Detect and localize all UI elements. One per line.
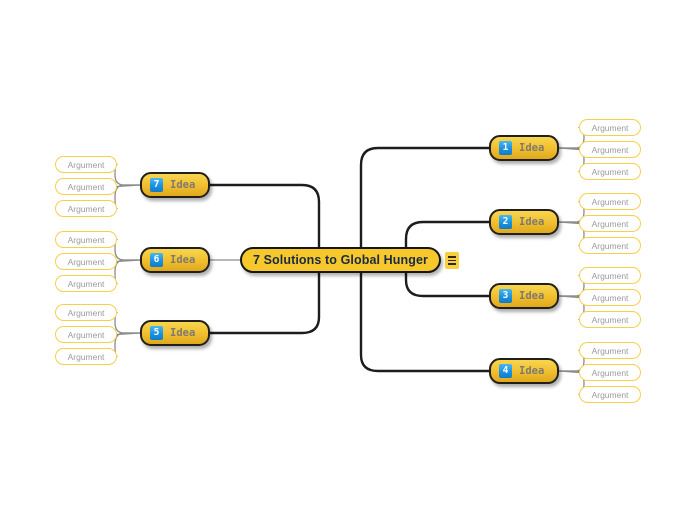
menu-bar-3 <box>448 263 456 265</box>
argument-node-label: Argument <box>591 240 629 251</box>
argument-node[interactable]: Argument <box>55 326 117 343</box>
argument-node[interactable]: Argument <box>579 163 641 180</box>
idea-number-badge: 6 <box>150 253 163 267</box>
hamburger-menu-icon[interactable] <box>445 252 459 269</box>
argument-node[interactable]: Argument <box>55 253 117 270</box>
argument-node-label: Argument <box>591 196 629 207</box>
argument-node[interactable]: Argument <box>55 231 117 248</box>
idea-number-badge: 2 <box>499 215 512 229</box>
argument-node[interactable]: Argument <box>55 200 117 217</box>
idea-node-label: Idea <box>519 290 545 302</box>
argument-node-label: Argument <box>591 314 629 325</box>
argument-node-label: Argument <box>67 307 105 318</box>
argument-node-label: Argument <box>591 144 629 155</box>
argument-node[interactable]: Argument <box>579 141 641 158</box>
argument-node[interactable]: Argument <box>579 215 641 232</box>
idea-number-badge: 3 <box>499 289 512 303</box>
idea-node-1[interactable]: 1 Idea <box>489 135 559 161</box>
argument-node-label: Argument <box>591 345 629 356</box>
argument-node-label: Argument <box>591 166 629 177</box>
argument-node-label: Argument <box>591 389 629 400</box>
menu-bar-2 <box>448 259 456 262</box>
idea-number-badge: 7 <box>150 178 163 192</box>
argument-node[interactable]: Argument <box>579 193 641 210</box>
argument-node[interactable]: Argument <box>55 348 117 365</box>
argument-node[interactable]: Argument <box>579 237 641 254</box>
idea-node-5[interactable]: 5 Idea <box>140 320 210 346</box>
right-outer-bracket-lower <box>359 258 491 373</box>
argument-node-label: Argument <box>67 278 105 289</box>
argument-node[interactable]: Argument <box>579 386 641 403</box>
argument-node[interactable]: Argument <box>55 304 117 321</box>
idea-node-6[interactable]: 6 Idea <box>140 247 210 273</box>
idea-number-badge: 1 <box>499 141 512 155</box>
argument-node-label: Argument <box>591 367 629 378</box>
argument-node[interactable]: Argument <box>579 311 641 328</box>
argument-node-label: Argument <box>67 329 105 340</box>
idea-node-label: Idea <box>170 254 196 266</box>
argument-node-label: Argument <box>67 351 105 362</box>
idea-node-label: Idea <box>170 179 196 191</box>
idea-number-badge: 5 <box>150 326 163 340</box>
argument-node[interactable]: Argument <box>579 342 641 359</box>
idea-node-7[interactable]: 7 Idea <box>140 172 210 198</box>
argument-node[interactable]: Argument <box>579 289 641 306</box>
argument-node[interactable]: Argument <box>579 364 641 381</box>
argument-node[interactable]: Argument <box>579 119 641 136</box>
idea-node-label: Idea <box>170 327 196 339</box>
argument-node[interactable]: Argument <box>55 156 117 173</box>
argument-node-label: Argument <box>67 181 105 192</box>
argument-node-label: Argument <box>591 122 629 133</box>
argument-node-label: Argument <box>67 234 105 245</box>
argument-node-label: Argument <box>67 256 105 267</box>
argument-node-label: Argument <box>591 270 629 281</box>
right-outer-bracket <box>359 146 491 262</box>
idea-node-3[interactable]: 3 Idea <box>489 283 559 309</box>
argument-node-label: Argument <box>591 292 629 303</box>
idea-node-2[interactable]: 2 Idea <box>489 209 559 235</box>
menu-bar-1 <box>448 256 456 258</box>
root-node[interactable]: 7 Solutions to Global Hunger <box>240 247 441 273</box>
idea-node-label: Idea <box>519 142 545 154</box>
idea-node-4[interactable]: 4 Idea <box>489 358 559 384</box>
argument-node[interactable]: Argument <box>579 267 641 284</box>
idea-number-badge: 4 <box>499 364 512 378</box>
root-node-label: 7 Solutions to Global Hunger <box>252 253 429 267</box>
idea-node-label: Idea <box>519 365 545 377</box>
argument-node-label: Argument <box>67 203 105 214</box>
idea-node-label: Idea <box>519 216 545 228</box>
argument-node[interactable]: Argument <box>55 178 117 195</box>
argument-node-label: Argument <box>67 159 105 170</box>
argument-node-label: Argument <box>591 218 629 229</box>
argument-node[interactable]: Argument <box>55 275 117 292</box>
